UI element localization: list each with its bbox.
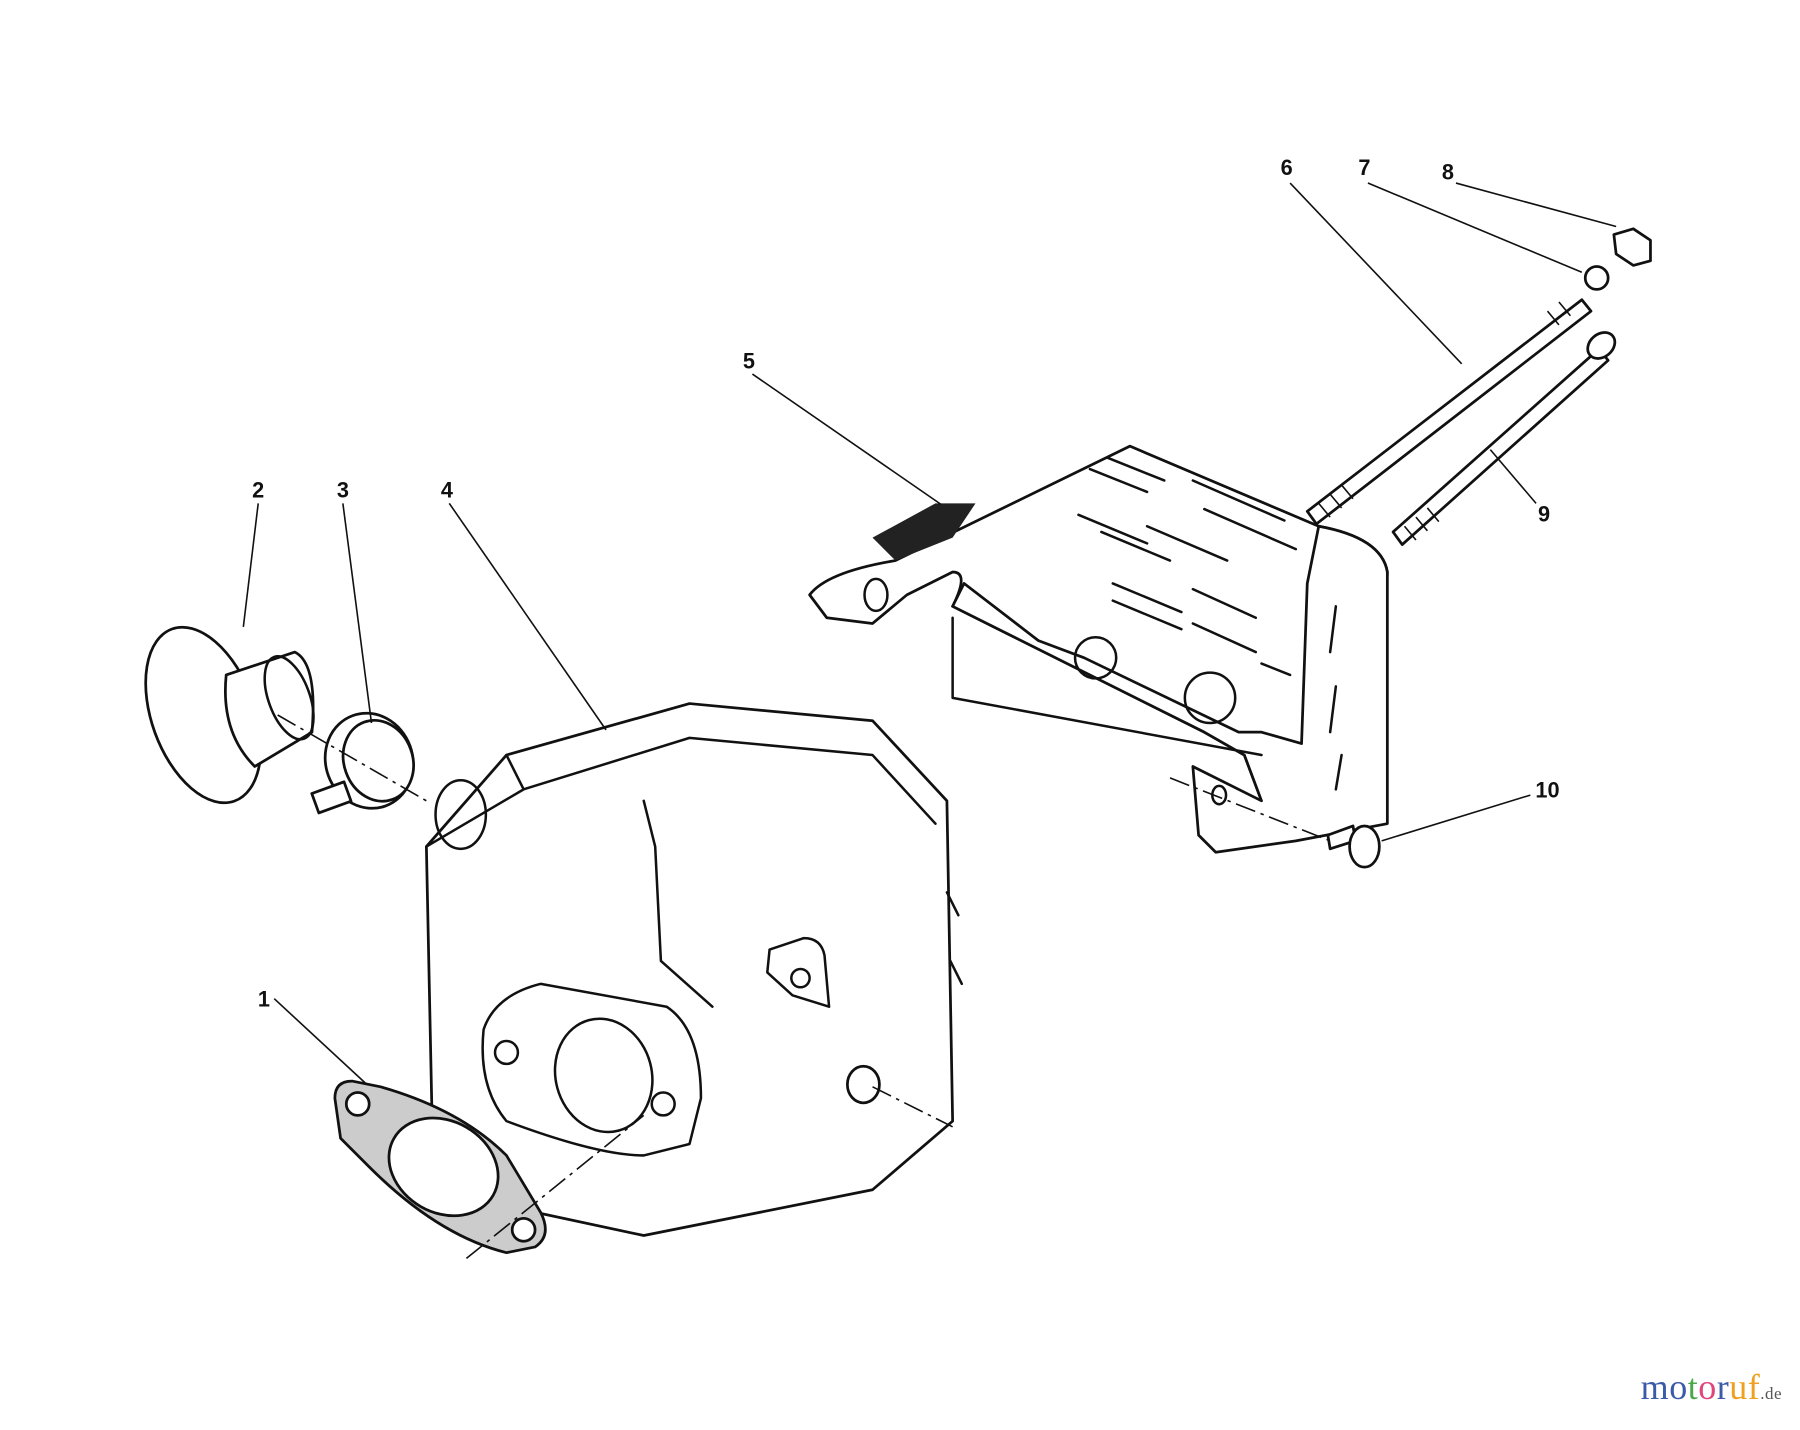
watermark-logo: motoruf.de <box>1641 1366 1782 1408</box>
callout-3: 3 <box>337 478 349 503</box>
lock-washer <box>1583 265 1610 291</box>
callout-8: 8 <box>1442 160 1454 185</box>
gasket <box>333 1079 547 1255</box>
wm-suffix: .de <box>1760 1384 1782 1403</box>
spark-deflector <box>144 625 315 805</box>
wm-letter: o <box>1669 1367 1688 1407</box>
wm-letter: f <box>1747 1367 1761 1407</box>
callout-2: 2 <box>252 478 264 503</box>
hose-clamp <box>310 711 415 815</box>
callout-labels: 1 2 3 4 5 6 7 8 9 10 <box>252 155 1559 1012</box>
wm-letter: r <box>1716 1367 1730 1407</box>
long-bolt <box>1391 331 1617 546</box>
screw <box>1326 824 1381 869</box>
callout-4: 4 <box>441 478 453 503</box>
hex-nut <box>1612 227 1652 267</box>
callout-1: 1 <box>258 987 270 1012</box>
wm-letter: o <box>1698 1367 1717 1407</box>
callout-10: 10 <box>1535 777 1559 802</box>
muffler-body <box>425 702 964 1237</box>
heat-shield <box>808 444 1389 854</box>
wm-letter: m <box>1640 1367 1670 1407</box>
wm-letter: u <box>1729 1367 1748 1407</box>
stud-bolt <box>1305 298 1593 526</box>
callout-6: 6 <box>1281 155 1293 180</box>
callout-5: 5 <box>743 348 755 373</box>
callout-7: 7 <box>1358 155 1370 180</box>
callout-9: 9 <box>1538 502 1550 527</box>
wm-letter: t <box>1687 1367 1699 1407</box>
